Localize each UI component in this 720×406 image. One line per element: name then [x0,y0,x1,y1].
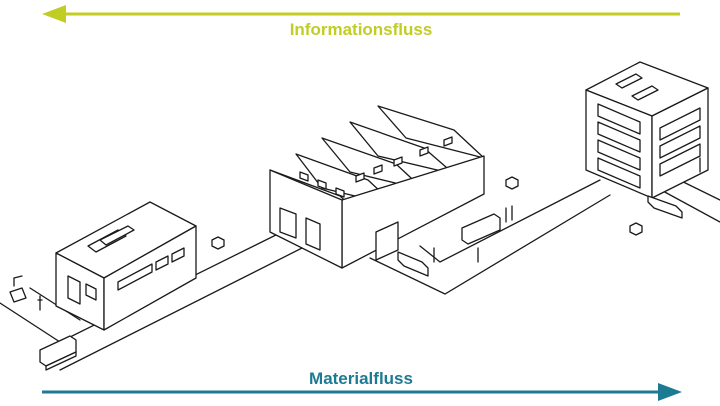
people [37,157,701,311]
truck-road-center [461,213,501,245]
office-building [585,61,709,199]
parcels [211,176,643,250]
information-flow-label: Informationsfluss [289,20,433,39]
material-flow-label: Materialfluss [309,369,413,388]
material-flow-arrow [42,383,682,401]
factory [269,105,485,269]
forklift [9,275,27,303]
truck-bottom-left [39,335,77,371]
truck-office [647,195,683,219]
truck-factory-gate [397,251,429,277]
small-warehouse [55,201,197,331]
information-flow-arrow [42,5,680,23]
